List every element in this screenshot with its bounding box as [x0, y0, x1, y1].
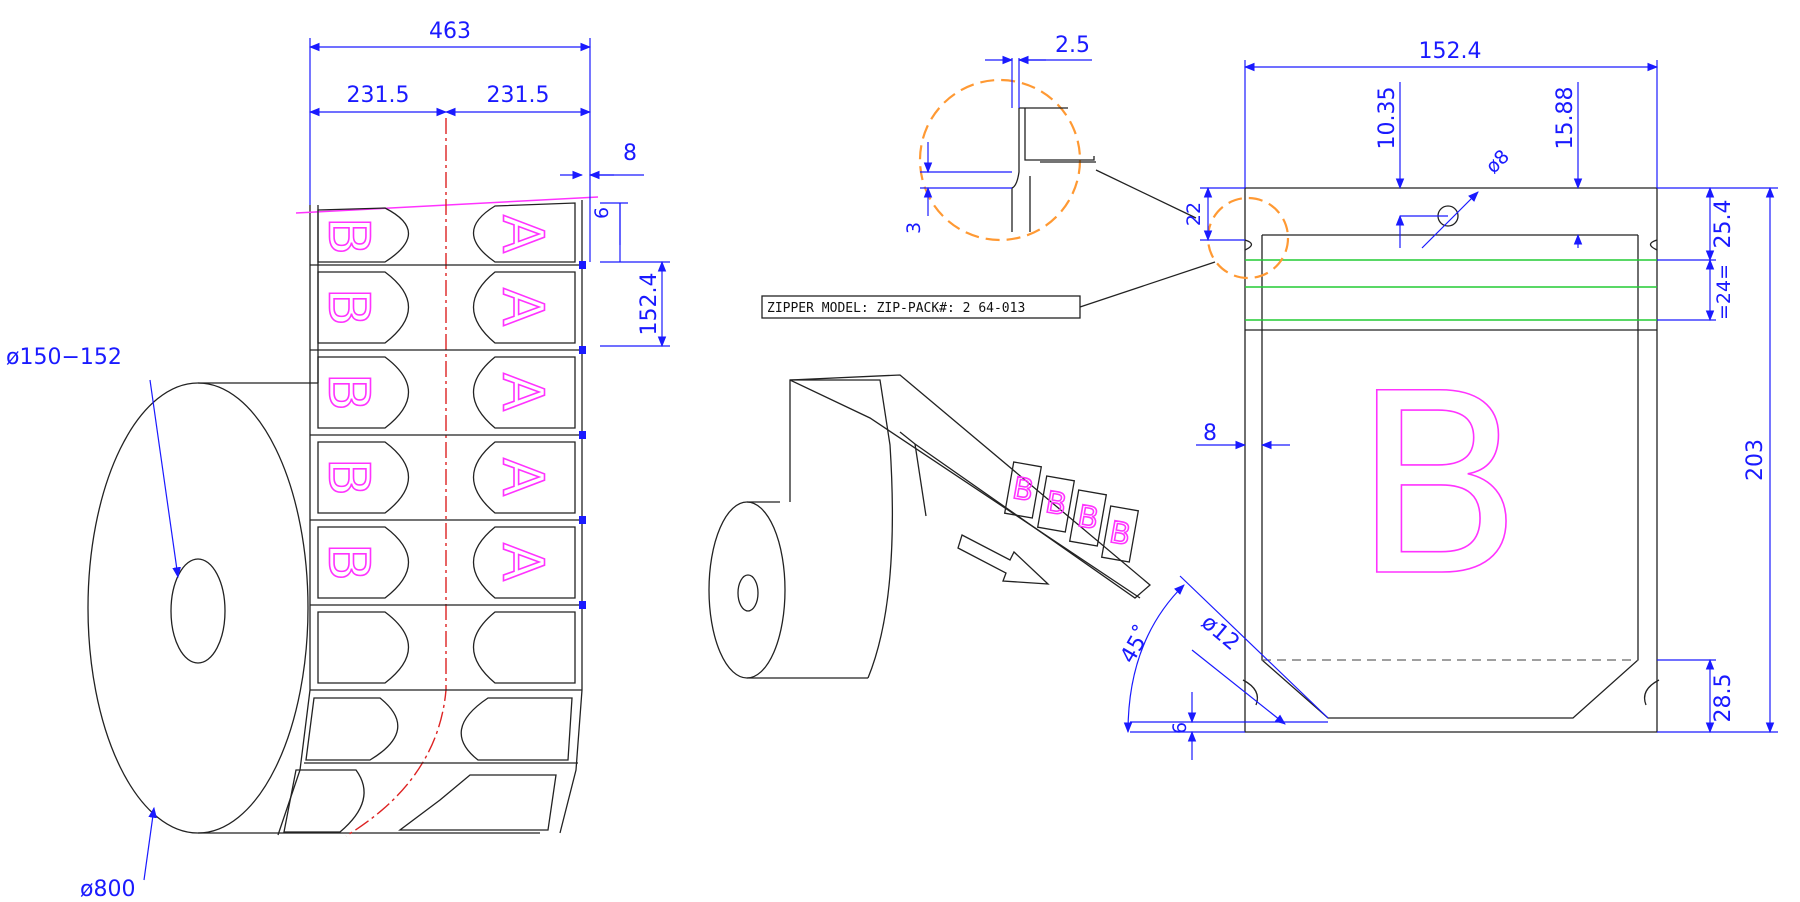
mini-letter-2: B — [1043, 485, 1069, 523]
web-outline — [277, 200, 583, 836]
bag-print-letter: B — [1352, 340, 1524, 631]
center-line — [345, 118, 447, 837]
dim-bottom-hole: ø12 — [1196, 610, 1244, 656]
lane-letters: B B B B B A A A A A — [315, 214, 556, 582]
roll-core — [170, 558, 226, 664]
dim-half-left: 231.5 — [347, 83, 410, 108]
letter-a-row1: A — [490, 215, 555, 253]
dim-zipper-offset: 15.88 — [1553, 87, 1578, 150]
letter-b-row5: B — [316, 543, 381, 581]
letter-a-row5: A — [490, 543, 555, 581]
mini-roll-view: B B B B — [708, 374, 1152, 679]
dim-gap: 8 — [623, 141, 637, 166]
mini-bags: B B B B — [1003, 461, 1140, 563]
dim-bottom-gusset: 28.5 — [1711, 674, 1736, 723]
zipper-detail: 2.5 3 — [903, 33, 1197, 242]
dim-top-seal: 25.4 — [1711, 200, 1736, 249]
letter-a-row4: A — [490, 458, 555, 496]
web-cut-line — [295, 196, 599, 214]
roll-view: B B B B B A A A A A — [6, 19, 670, 902]
left-lane-labels — [283, 207, 410, 833]
dim-bag-width: 152.4 — [1419, 39, 1482, 64]
bag-dimensions — [1123, 60, 1778, 760]
dim-bag-height: 203 — [1743, 439, 1768, 481]
letter-b-row1: B — [316, 217, 381, 255]
letter-b-row4: B — [316, 458, 381, 496]
dim-offset: 6 — [591, 207, 613, 219]
letter-b-row2: B — [316, 288, 381, 326]
zipper-note: ZIPPER MODEL: ZIP-PACK#: 2 64-013 — [761, 261, 1216, 319]
dim-notch: 22 — [1183, 202, 1205, 226]
letter-a-row3: A — [490, 373, 555, 411]
mini-letter-1: B — [1010, 471, 1036, 509]
bag-die-line — [1261, 235, 1639, 719]
dim-bottom-offset: 6 — [1169, 722, 1191, 734]
direction-arrow — [957, 534, 1050, 585]
dim-core-diameter: ø150−152 — [6, 345, 122, 370]
dim-side-seal: 8 — [1203, 421, 1217, 446]
roll-dimensions — [143, 38, 670, 881]
bag-view: B — [1116, 39, 1778, 760]
dim-zipper-band: =24= — [1713, 264, 1735, 320]
letter-b-row3: B — [316, 373, 381, 411]
dim-repeat: 152.4 — [637, 273, 662, 336]
row-dividers — [304, 264, 582, 764]
dim-hole-diameter: ø8 — [1482, 146, 1514, 178]
dim-total-width: 463 — [429, 19, 471, 44]
mini-letter-3: B — [1075, 499, 1101, 537]
dim-detail-side: 3 — [903, 222, 925, 234]
dim-half-right: 231.5 — [487, 83, 550, 108]
zipper-note-text: ZIPPER MODEL: ZIP-PACK#: 2 64-013 — [767, 301, 1025, 316]
dim-outer-diameter: ø800 — [80, 877, 135, 902]
dim-detail-top: 2.5 — [1055, 33, 1090, 58]
letter-a-row2: A — [490, 288, 555, 326]
right-lane-labels — [398, 202, 576, 831]
mini-letter-4: B — [1107, 515, 1133, 553]
registration-marks — [579, 261, 586, 609]
dim-hole-offset: 10.35 — [1375, 87, 1400, 150]
